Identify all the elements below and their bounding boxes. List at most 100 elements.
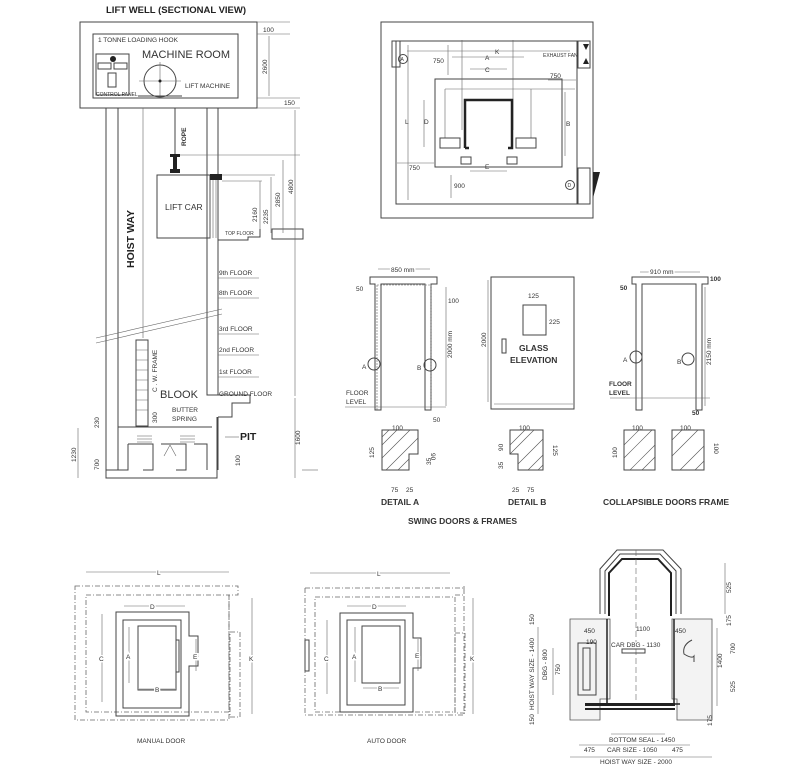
dim-4800: 4800 <box>288 179 295 194</box>
detail-collapsible: 100 100 100 100 COLLAPSIBLE DOORS FRAME <box>603 425 729 507</box>
loading-hook-label: 1 TONNE LOADING HOOK <box>98 37 179 44</box>
dim-2235: 2235 <box>263 209 270 224</box>
dim-100-pit: 100 <box>235 455 242 466</box>
dim-L: L <box>405 119 409 126</box>
collapsible-floor-level: LEVEL <box>609 390 630 397</box>
collapsible-mark-b: B <box>677 359 681 366</box>
dim-1230: 1230 <box>71 447 78 462</box>
control-panel-icon <box>95 53 130 96</box>
car-plan-175-bottom: 175 <box>707 715 714 726</box>
detail-a-75: 75 <box>391 487 399 494</box>
dim-K: K <box>495 49 500 56</box>
floor-list: 9th FLOOR 8th FLOOR 3rd FLOOR 2nd FLOOR … <box>218 270 272 398</box>
swing-doors-caption: SWING DOORS & FRAMES <box>408 516 517 526</box>
collapsible-50-top: 50 <box>620 285 628 292</box>
control-panel-label: CONTROL PANEL <box>96 92 138 98</box>
machine-room-label: MACHINE ROOM <box>142 49 230 61</box>
auto-C: C <box>324 656 329 663</box>
detail-a-caption: DETAIL A <box>381 497 419 507</box>
swing-mark-b: B <box>417 365 421 372</box>
car-plan-700: 700 <box>730 643 737 654</box>
manual-E: E <box>193 654 198 661</box>
detail-a-width: 100 <box>392 425 403 432</box>
lift-machine-label: LIFT MACHINE <box>185 83 231 90</box>
dim-900: 900 <box>454 183 465 190</box>
manual-A: A <box>126 654 131 661</box>
detail-b-25: 25 <box>512 487 520 494</box>
auto-L: L <box>377 571 381 578</box>
corner-a-label: A <box>401 57 405 63</box>
swing-floor-level: FLOOR <box>346 390 369 397</box>
cw-frame-label: C . W. FRAME <box>152 349 159 392</box>
car-plan-1400: 1400 <box>717 653 724 668</box>
auto-D: D <box>372 604 377 611</box>
manual-C: C <box>99 656 104 663</box>
dim-E: E <box>485 164 490 171</box>
detail-a: 100 125 90 35 75 25 DETAIL A <box>369 425 436 507</box>
corner-d-label: D <box>568 183 572 189</box>
swing-width: 850 mm <box>391 267 414 274</box>
dim-C: C <box>485 67 490 74</box>
swing-mark-a: A <box>362 364 367 371</box>
floor-label: 3rd FLOOR <box>219 326 253 333</box>
collapsible-width: 910 mm <box>650 269 673 276</box>
glass-height: 2000 <box>481 332 488 347</box>
swing-50-bottom: 50 <box>433 417 441 424</box>
cw-frame <box>135 339 149 427</box>
glass-height-225: 225 <box>549 319 560 326</box>
car-plan-150-bottom: 150 <box>529 714 536 725</box>
dim-B: B <box>566 121 570 128</box>
detail-b-35: 35 <box>498 461 505 469</box>
hoist-way-label: HOIST WAY <box>125 210 137 268</box>
door-handle <box>501 338 507 354</box>
manual-door-caption: MANUAL DOOR <box>137 738 185 745</box>
sectional-view: LIFT WELL (SECTIONAL VIEW) 1 TONNE LOADI… <box>71 5 318 479</box>
car-plan-750: 750 <box>555 664 562 675</box>
swing-door-frame: 850 mm 50 100 2000 mm A B FLOOR LEVEL 50 <box>345 266 459 424</box>
collapsible-height: 2150 mm <box>706 338 713 365</box>
car-plan-475-right: 475 <box>672 747 683 754</box>
collapsible-detail-w1: 100 <box>632 425 643 432</box>
hoist-right-wall <box>206 107 219 396</box>
floor-label: 8th FLOOR <box>219 290 253 297</box>
floor-label: 2nd FLOOR <box>219 347 254 354</box>
car-plan-475-left: 475 <box>584 747 595 754</box>
lift-car-label: LIFT CAR <box>165 202 203 212</box>
lift-machine-icon <box>138 62 182 98</box>
detail-a-90: 90 <box>429 453 436 461</box>
collapsible-door-frame: 910 mm 100 50 2150 mm A B FLOOR LEVEL 50 <box>609 268 721 418</box>
machine-room-slab <box>79 21 258 109</box>
car-plan-175-top: 175 <box>726 615 733 626</box>
auto-door-plan: L D C A E K B AUTO DOOR <box>304 570 477 745</box>
detail-b-90: 90 <box>498 443 505 451</box>
hoist-way-1400: HOIST WAY SIZE - 1400 <box>529 638 536 710</box>
collapsible-detail-w2: 100 <box>680 425 691 432</box>
exhaust-fan-icon <box>583 44 589 64</box>
detail-a-height: 125 <box>369 447 376 458</box>
glass-label: GLASS <box>519 343 549 353</box>
sectional-view-title: LIFT WELL (SECTIONAL VIEW) <box>106 5 246 16</box>
bottom-seal: BOTTOM SEAL - 1450 <box>609 737 675 744</box>
dim-700: 700 <box>94 459 101 470</box>
manual-K: K <box>249 656 254 663</box>
dim-750-top: 750 <box>433 58 444 65</box>
car-size: CAR SIZE - 1050 <box>607 747 658 754</box>
dim-D: D <box>424 119 429 126</box>
car-dbg: CAR DBG - 1130 <box>611 642 661 649</box>
detail-a-35: 35 <box>426 457 433 465</box>
swing-50-top: 50 <box>356 286 364 293</box>
hoist-left-wall <box>105 107 119 471</box>
machine-room <box>92 33 239 99</box>
collapsible-50-bottom: 50 <box>692 410 700 417</box>
collapsible-100: 100 <box>710 276 721 283</box>
car-plan: 525 175 150 450 1100 450 190 CAR DBG - 1… <box>529 549 737 766</box>
dim-750-left: 750 <box>409 165 420 172</box>
dim-750-right: 750 <box>550 73 561 80</box>
car-plan-525-bottom: 525 <box>730 681 737 692</box>
blook-label: BLOOK <box>160 389 199 401</box>
top-floor-label: TOP FLOOR <box>225 231 254 237</box>
glass-elevation: 2000 125 225 GLASS ELEVATION <box>481 276 575 410</box>
dim-1600: 1600 <box>295 430 302 445</box>
butter-spring-label: BUTTER <box>172 407 198 414</box>
